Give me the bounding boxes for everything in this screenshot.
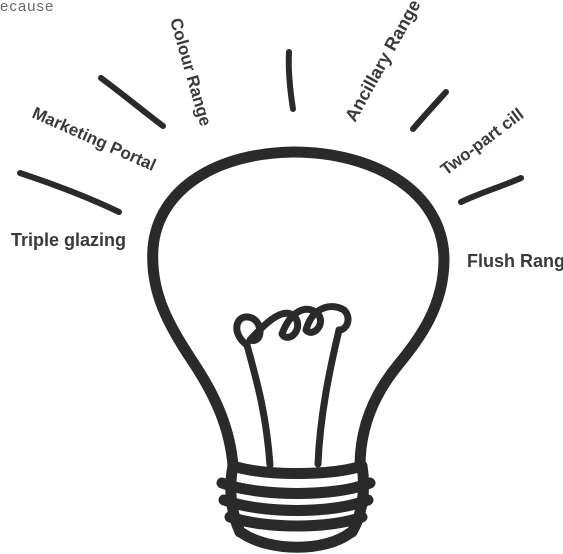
- base-band-2: [222, 483, 370, 494]
- label-flush-range: Flush Range: [467, 251, 563, 271]
- base-band-4: [230, 517, 362, 526]
- label-marketing-portal: Marketing Portal: [29, 103, 158, 175]
- base-tip: [242, 533, 350, 547]
- ray-upper-right: [413, 92, 446, 129]
- ray-top: [289, 52, 293, 109]
- ray-upper-left: [101, 78, 163, 126]
- label-triple-glazing: Triple glazing: [11, 230, 126, 250]
- filament: [237, 307, 348, 465]
- ray-left: [20, 173, 119, 212]
- filament-right-wire: [318, 330, 339, 464]
- label-colour-range: Colour Range: [166, 16, 215, 128]
- bulb-screw-base: [222, 466, 370, 547]
- base-band-3: [224, 500, 368, 511]
- base-band-1: [233, 466, 362, 474]
- label-ancillary-range: Ancillary Range: [341, 0, 424, 125]
- labels: Colour Range Ancillary Range Marketing P…: [11, 0, 563, 271]
- filament-left-wire: [247, 345, 270, 465]
- filament-coil: [237, 307, 348, 345]
- ray-right: [461, 178, 521, 202]
- label-two-part-cill: Two-part cill: [437, 105, 527, 180]
